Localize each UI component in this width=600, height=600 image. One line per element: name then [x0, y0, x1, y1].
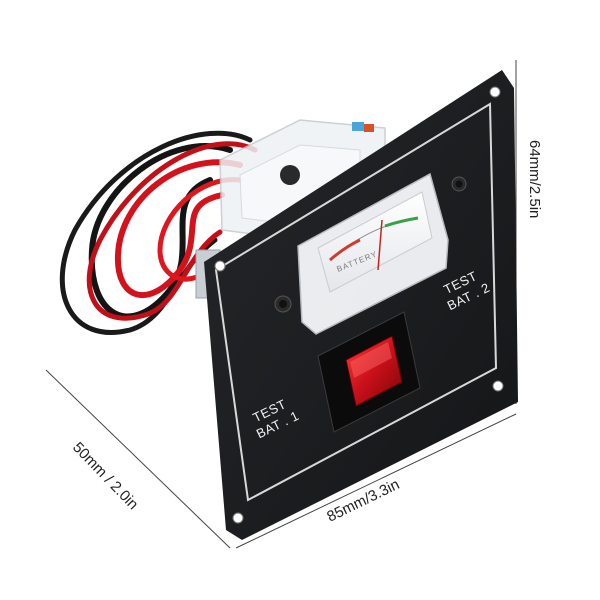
meter-scale-red	[329, 238, 361, 262]
mount-hole-bottom-right	[492, 380, 504, 392]
depth-dimension-label: 50mm / 2.0in	[69, 439, 141, 513]
meter-needle	[377, 219, 383, 271]
meter-window: BATTERY	[297, 172, 449, 335]
height-dimension-label: 64mm/2.5in	[526, 140, 543, 218]
terminal-red	[364, 124, 374, 132]
red-wire	[114, 159, 243, 299]
depth-dimension-line	[45, 369, 231, 549]
switch-rocker-highlight	[350, 342, 392, 378]
red-wire-3	[157, 177, 243, 282]
red-wire-2	[86, 141, 258, 321]
switch-rocker[interactable]	[345, 335, 403, 407]
switch-panel: BATTERY TEST BAT . 1 TEST BAT . 2	[204, 70, 518, 540]
meter-coil	[280, 165, 300, 185]
black-wire	[88, 143, 233, 320]
mount-hole-bottom-left	[232, 512, 244, 524]
mount-hole-top-right	[489, 86, 501, 98]
meter-scale-green	[384, 216, 419, 228]
width-dimension-line	[235, 413, 517, 549]
panel-border	[214, 102, 498, 502]
terminal-blue	[352, 122, 364, 131]
rocker-switch[interactable]	[317, 311, 421, 433]
screw-right	[451, 176, 467, 192]
mount-hole-top-left	[214, 260, 226, 272]
screw-left	[274, 295, 292, 313]
wire-bundle	[59, 130, 258, 335]
